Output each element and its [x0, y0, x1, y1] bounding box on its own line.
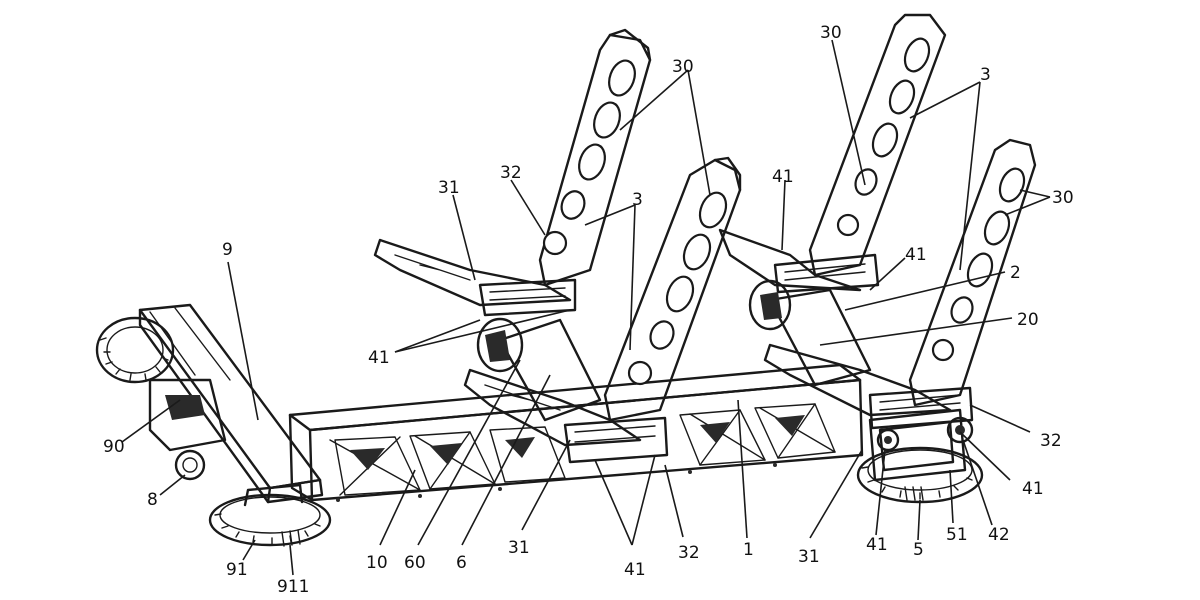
ref-32-bottom: 32	[678, 543, 700, 563]
ref-41-rear-mid: 41	[905, 245, 927, 265]
ref-31-bottom: 31	[508, 538, 530, 558]
ref-90: 90	[103, 437, 125, 457]
ref-32-front: 32	[500, 163, 522, 183]
ref-32-rear: 32	[1040, 431, 1062, 451]
ref-9: 9	[222, 240, 233, 260]
ref-5: 5	[913, 540, 924, 560]
ref-41-bottom: 41	[624, 560, 646, 580]
seat-front-left	[373, 28, 652, 317]
leader-lines	[121, 39, 1051, 576]
ref-30-rear-right: 30	[1052, 188, 1074, 208]
ref-41-rear-bottom: 41	[866, 535, 888, 555]
ref-3-rear: 3	[980, 65, 991, 85]
seat-rear-right	[748, 138, 1037, 430]
ref-42: 42	[988, 525, 1010, 545]
ref-41-front-left: 41	[368, 348, 390, 368]
ref-51: 51	[946, 525, 968, 545]
ref-20: 20	[1017, 310, 1039, 330]
ref-8: 8	[147, 490, 158, 510]
ref-911: 911	[277, 577, 309, 597]
ref-41-rear-right: 41	[1022, 479, 1044, 499]
ref-41-rear-left: 41	[772, 167, 794, 187]
reference-numerals: 9 90 8 91 911 10 60 6 31 41 32 1 31 41 5…	[103, 23, 1074, 597]
seat-rear-left	[718, 13, 947, 294]
ref-6: 6	[456, 553, 467, 573]
front-foot-assembly	[95, 303, 332, 547]
ref-60: 60	[404, 553, 426, 573]
ref-2: 2	[1010, 263, 1021, 283]
ref-30-rear-top: 30	[820, 23, 842, 43]
ref-10: 10	[366, 553, 388, 573]
ref-1: 1	[743, 540, 754, 560]
main-beam	[288, 363, 864, 502]
ref-3-front: 3	[632, 190, 643, 210]
seat-front-right	[463, 156, 742, 464]
ref-31-front: 31	[438, 178, 460, 198]
ref-91: 91	[226, 560, 248, 580]
ref-30-front: 30	[672, 57, 694, 77]
ref-31-rear: 31	[798, 547, 820, 567]
